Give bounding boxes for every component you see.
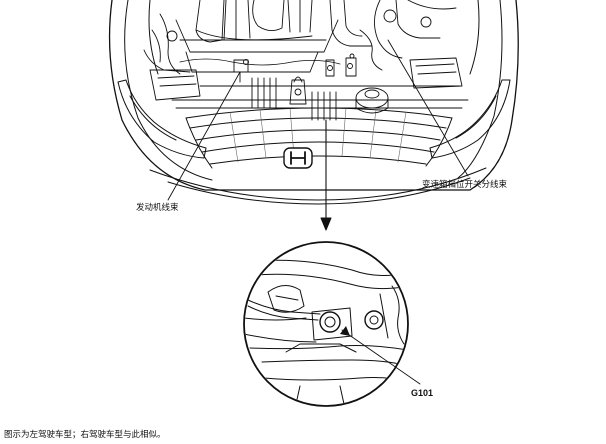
front-grille (185, 107, 453, 169)
engine-harness-leader (167, 71, 241, 201)
honda-emblem-icon (283, 147, 313, 169)
ground-detail-inset (243, 241, 409, 407)
engine-harness-label: 发动机线束 (136, 203, 179, 213)
detail-pointer-arrow (320, 119, 332, 231)
figure-caption: 图示为左驾驶车型；右驾驶车型与此相似。 (4, 430, 166, 440)
transmission-switch-harness-label: 变速箱档位开关分线束 (422, 180, 508, 190)
transmission-harness-leader (387, 39, 469, 177)
g101-leader (340, 326, 421, 385)
ground-point-label: G101 (411, 388, 434, 398)
engine-assembly (143, 0, 469, 121)
vehicle-front-outline (108, 0, 519, 205)
